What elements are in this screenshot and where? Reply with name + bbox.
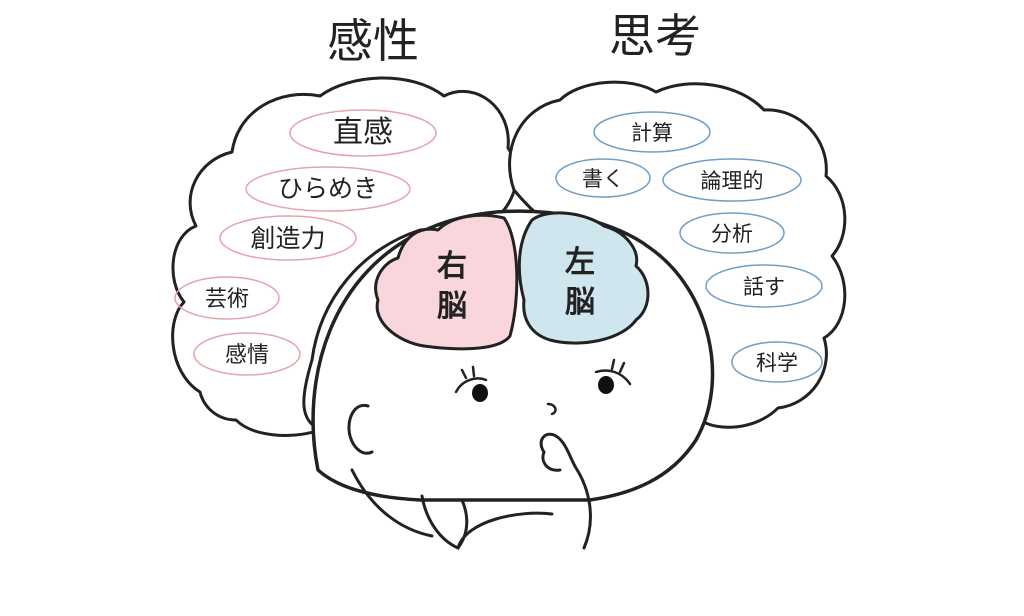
pill-left-5 (193, 332, 301, 376)
left-eye (454, 365, 488, 402)
left-item-3: 創造力 (250, 224, 325, 253)
pill-right-1 (593, 111, 711, 153)
left-brain-hemisphere (517, 211, 650, 345)
pill-left-1 (289, 109, 437, 157)
left-item-4: 芸術 (205, 287, 249, 312)
right-item-5: 話す (743, 275, 785, 299)
heading-right: 思考 (609, 9, 701, 63)
pill-left-2 (245, 166, 411, 212)
right-brain-label-bottom: 脳 (437, 289, 467, 324)
heading-left: 感性 (327, 14, 419, 68)
right-cloud-pills: 計算 書く 論理的 分析 話す 科学 (555, 111, 823, 383)
right-item-2: 書く (582, 167, 624, 191)
hand (539, 432, 592, 550)
pill-left-4 (174, 276, 280, 320)
pill-right-5 (705, 264, 823, 308)
left-item-5: 感情 (225, 343, 269, 368)
right-item-3: 論理的 (701, 169, 764, 193)
left-brain-label-top: 左 (565, 245, 595, 280)
ear (347, 403, 374, 455)
pill-right-4 (679, 212, 785, 254)
nose (546, 402, 557, 416)
right-brain-hemisphere (374, 213, 519, 351)
left-item-1: 直感 (333, 115, 393, 150)
left-item-2: ひらめき (278, 174, 378, 203)
right-eye (594, 358, 632, 394)
torso-left (456, 511, 554, 550)
left-brain-label-bottom: 脳 (565, 285, 595, 320)
right-brain-label-top: 右 (437, 249, 467, 284)
right-item-4: 分析 (711, 222, 753, 246)
pill-right-6 (731, 341, 823, 383)
pill-left-3 (219, 215, 357, 261)
right-item-6: 科学 (756, 351, 798, 375)
pill-right-3 (662, 158, 802, 202)
shoulder-left (350, 468, 434, 538)
pill-right-2 (555, 158, 651, 198)
right-item-1: 計算 (631, 121, 673, 145)
left-cloud-pills: 直感 ひらめき 創造力 芸術 感情 (174, 109, 437, 376)
